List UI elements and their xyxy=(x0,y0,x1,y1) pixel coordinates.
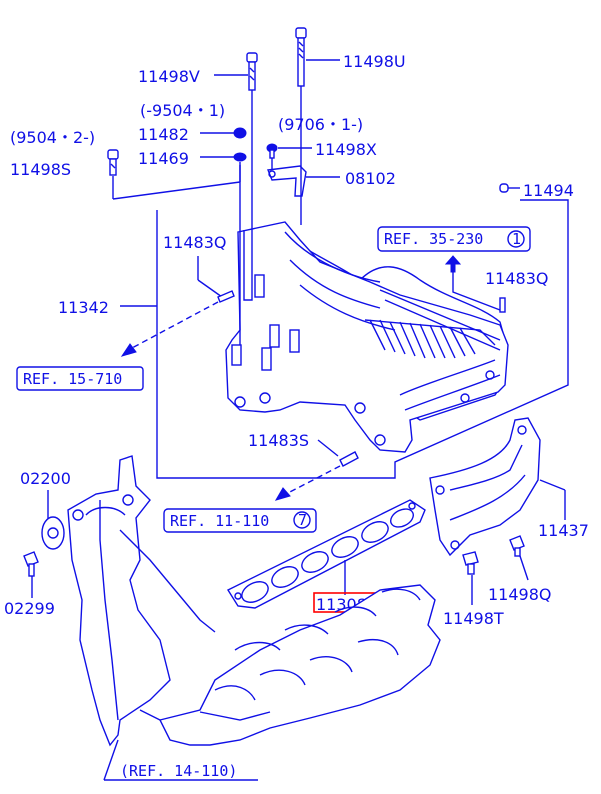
heat-shield-11437 xyxy=(429,417,541,557)
label-date-9504-2: (9504・2-) xyxy=(10,128,95,147)
label-11498U: 11498U xyxy=(343,52,406,71)
ref-11-110-circle xyxy=(293,511,311,529)
bolt-11498X-icon xyxy=(266,143,278,159)
label-11498X: 11498X xyxy=(315,140,377,159)
label-02299: 02299 xyxy=(4,599,55,618)
ref-11-110-text: REF. 11-110 xyxy=(170,512,269,530)
intake-manifold-11342 xyxy=(225,221,509,453)
leader-11483S xyxy=(317,439,339,457)
label-11483Q-left: 11483Q xyxy=(163,233,227,252)
nut-11482-icon xyxy=(233,127,247,139)
label-11498S: 11498S xyxy=(10,160,71,179)
label-11498Q: 11498Q xyxy=(488,585,552,604)
ref-11-110-num: 7 xyxy=(298,511,307,529)
label-11483S: 11483S xyxy=(248,431,309,450)
leader-11437 xyxy=(539,479,566,491)
gasket-02200-icon xyxy=(41,516,65,550)
label-11498V: 11498V xyxy=(138,67,200,86)
label-date-9504-1: (-9504・1) xyxy=(140,101,225,120)
ref-15-710-text: REF. 15-710 xyxy=(23,370,122,388)
gasket-11308 xyxy=(226,499,426,609)
ref-35-230-num: 1 xyxy=(512,230,521,248)
label-08102: 08102 xyxy=(345,169,396,188)
bolt-11498S-icon xyxy=(107,149,119,176)
washer-11469-icon xyxy=(233,152,247,162)
ref-box-15-710 xyxy=(16,366,144,391)
label-11494: 11494 xyxy=(523,181,574,200)
label-11342: 11342 xyxy=(58,298,109,317)
label-02200: 02200 xyxy=(20,469,71,488)
bolt-02299-icon xyxy=(23,551,39,577)
arrow-11-110-icon xyxy=(274,487,291,501)
label-11469: 11469 xyxy=(138,149,189,168)
pin-11483Q-right-icon xyxy=(499,297,506,313)
label-11483Q-right: 11483Q xyxy=(485,269,549,288)
bolt-11498T-icon xyxy=(462,551,479,575)
bolt-11498U-icon xyxy=(295,27,307,87)
pin-11483Q-left-icon xyxy=(217,290,235,303)
bolt-11498V-icon xyxy=(246,52,258,91)
arrow-up-icon xyxy=(444,255,462,273)
ref-35-230-text: REF. 35-230 xyxy=(384,230,483,248)
ref-box-35-230 xyxy=(377,226,531,252)
leader-ref-14-110 xyxy=(103,739,119,781)
leader-ref-35-230 xyxy=(452,272,501,311)
ref-box-11-110 xyxy=(163,508,317,533)
label-11482: 11482 xyxy=(138,125,189,144)
bolt-11498Q-icon xyxy=(509,535,525,557)
leader-11483Q-left-2 xyxy=(197,279,223,298)
pin-11483S-icon xyxy=(339,451,359,467)
ref-14-110-text: (REF. 14-110) xyxy=(120,762,237,780)
ref-35-230-circle xyxy=(507,230,525,248)
dashed-line-15-710 xyxy=(131,301,219,349)
exhaust-manifold xyxy=(67,455,441,747)
plug-11494-icon xyxy=(499,183,509,193)
arrow-15-710-icon xyxy=(120,343,137,357)
dashed-line-11-110 xyxy=(287,465,341,494)
leader-11498Q xyxy=(519,555,529,581)
label-11498T: 11498T xyxy=(443,609,504,628)
assembly-box xyxy=(156,199,569,479)
label-11437: 11437 xyxy=(538,521,589,540)
label-date-9706-1: (9706・1-) xyxy=(278,115,363,134)
leader-group-top xyxy=(112,181,241,200)
